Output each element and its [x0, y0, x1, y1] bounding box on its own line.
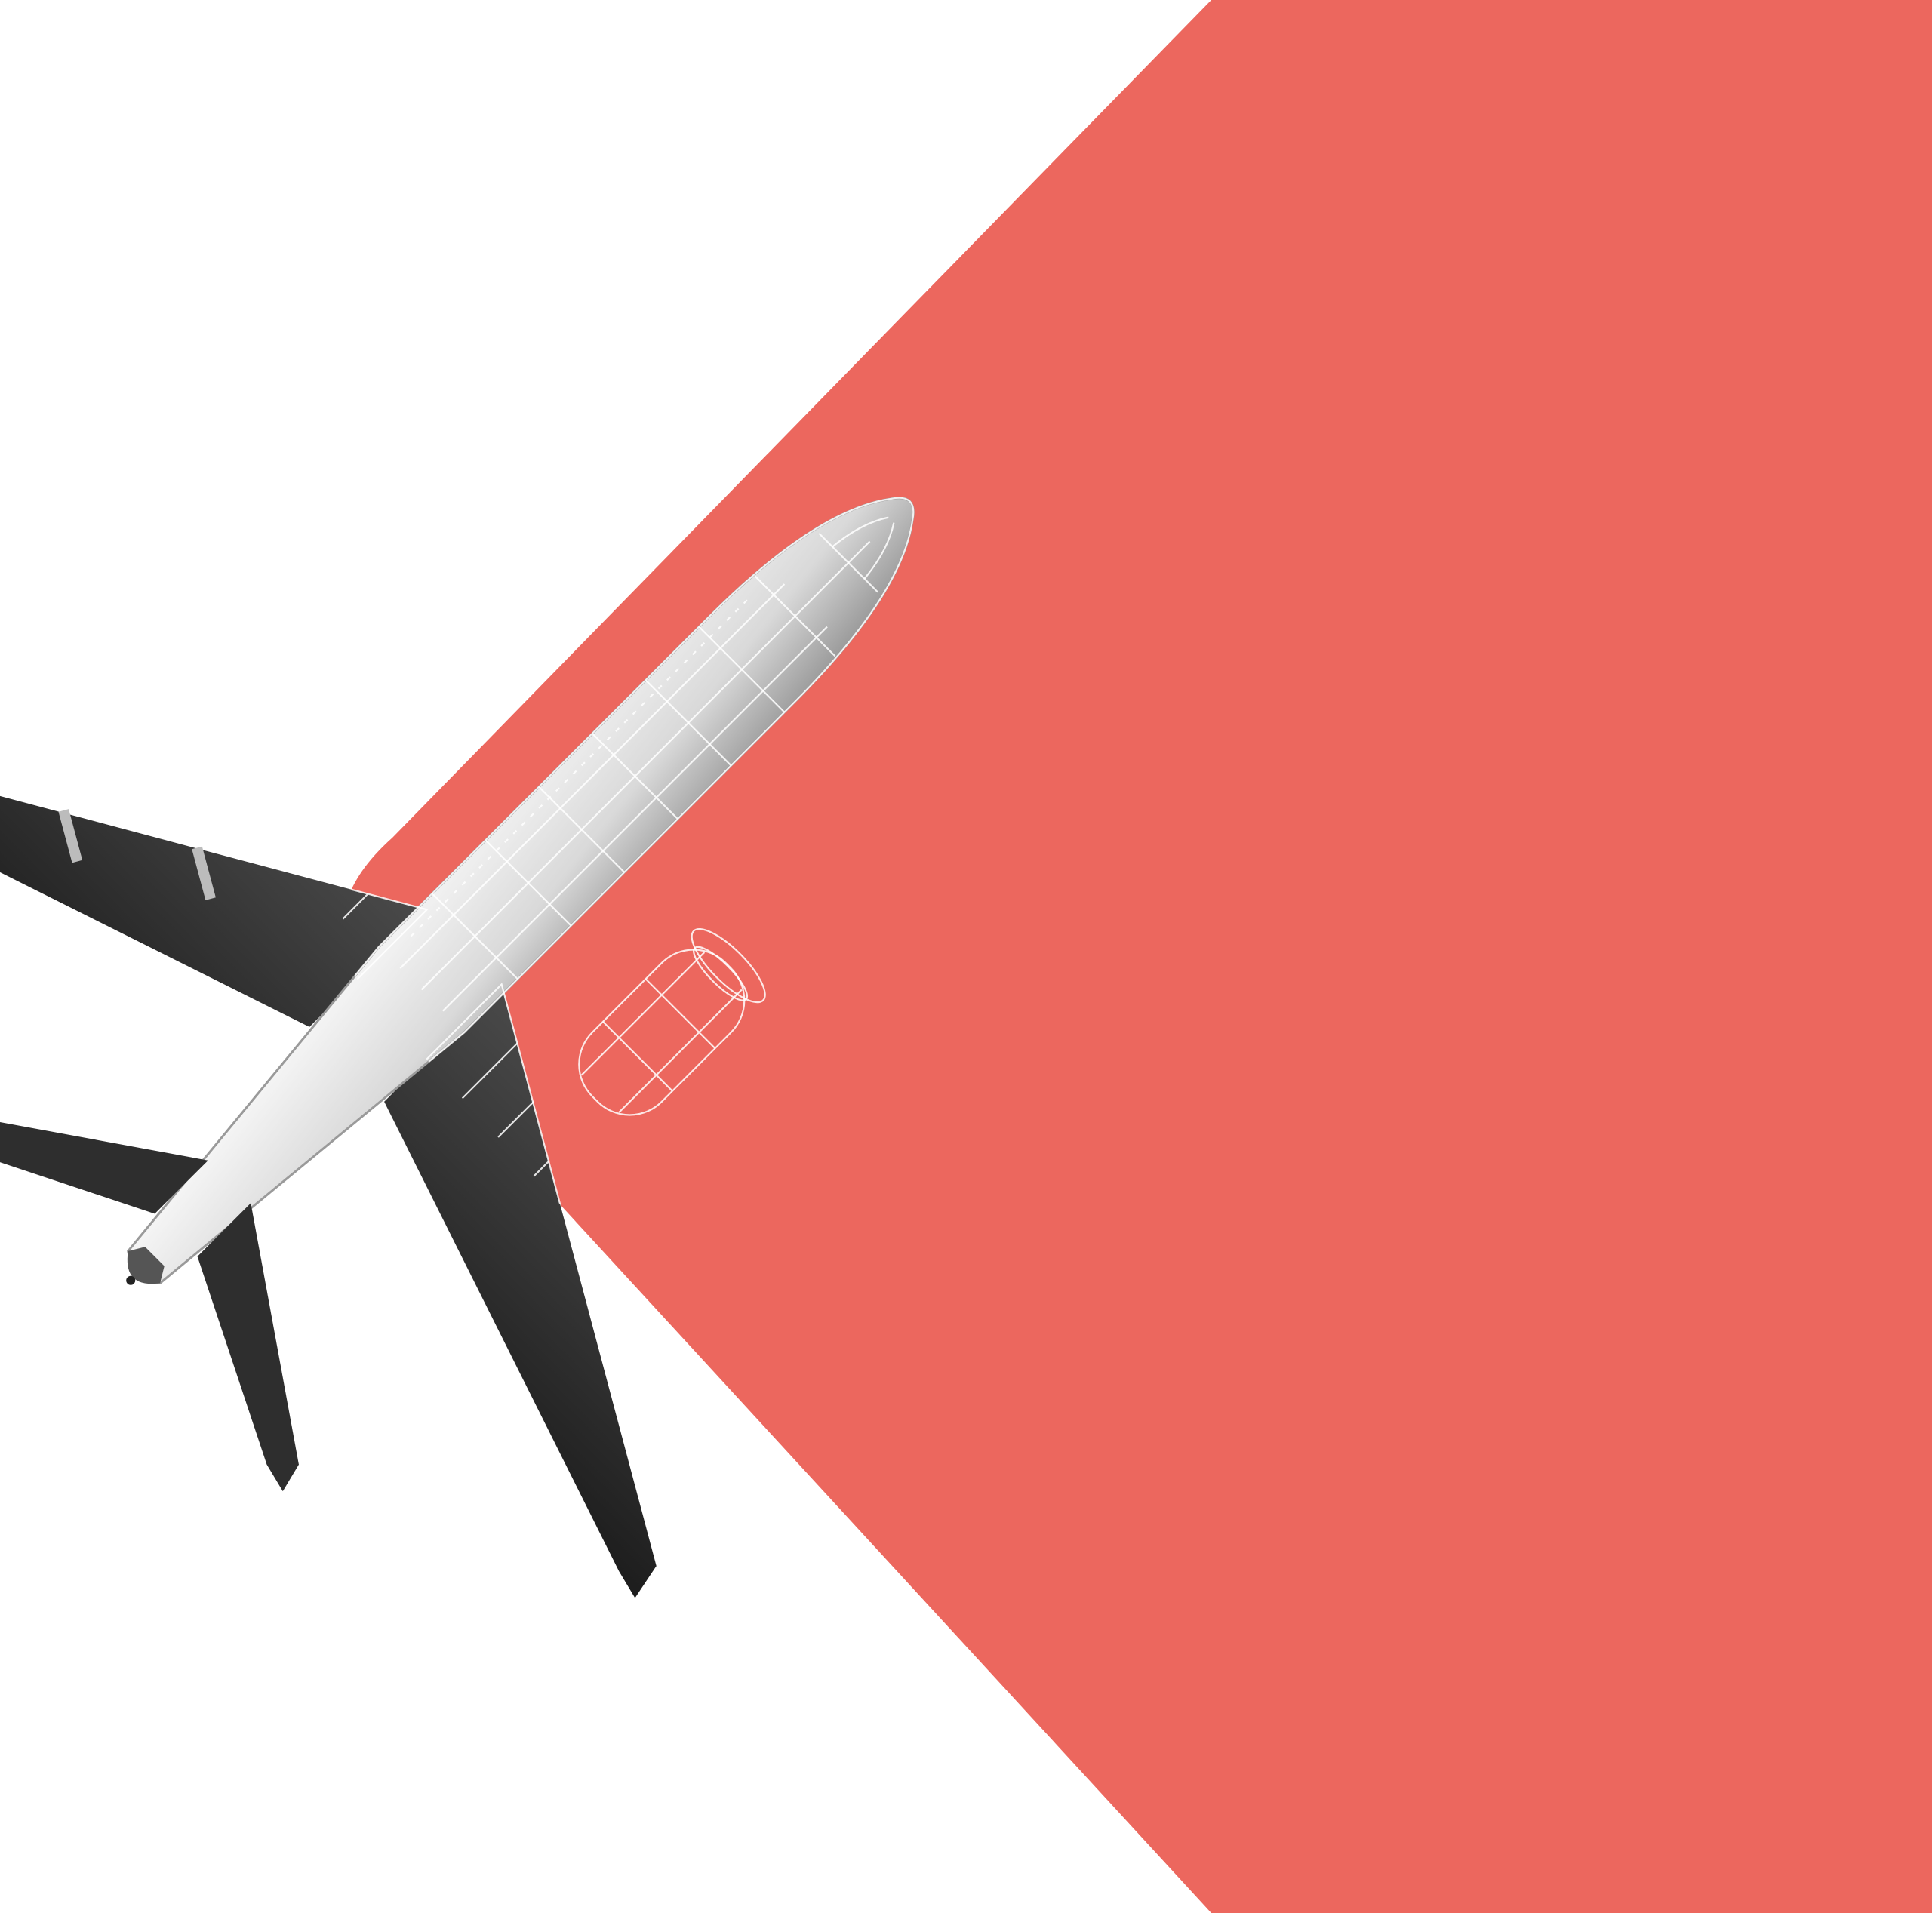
accent-shape [342, 0, 1932, 1913]
airplane-photo [0, 457, 954, 1598]
photo-wing-top [0, 755, 427, 1027]
photo-tail-bottom [197, 1203, 299, 1492]
photo-wing-bottom [384, 984, 657, 1598]
wireframe-engine-bottom [578, 927, 766, 1116]
photo-tail-top [0, 1112, 208, 1214]
